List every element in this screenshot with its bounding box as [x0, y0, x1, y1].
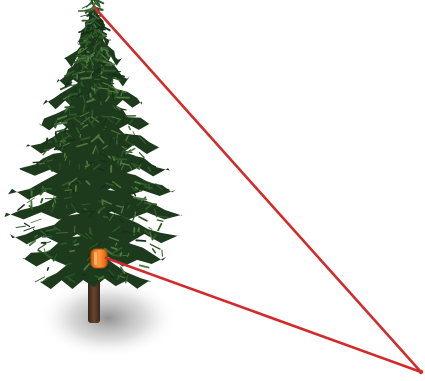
- needle-stroke: [88, 56, 89, 61]
- needle-stroke: [129, 127, 130, 130]
- needle-stroke: [79, 164, 80, 168]
- needle-stroke: [61, 243, 66, 244]
- needle-stroke: [65, 190, 72, 191]
- needle-stroke: [38, 244, 45, 249]
- needle-stroke: [46, 139, 47, 144]
- needle-stroke: [43, 236, 52, 237]
- needle-stroke: [41, 199, 42, 203]
- needle-stroke: [56, 133, 57, 136]
- needle-stroke: [117, 134, 118, 139]
- needle-stroke: [39, 163, 44, 164]
- needle-stroke: [162, 250, 163, 256]
- needle-stroke: [104, 217, 109, 218]
- needle-stroke: [118, 159, 119, 164]
- needle-stroke: [121, 252, 122, 255]
- needle-stroke: [121, 93, 122, 95]
- needle-stroke: [65, 127, 67, 129]
- observer-point: [419, 370, 423, 374]
- needle-stroke: [158, 224, 161, 231]
- needle-stroke: [90, 94, 91, 97]
- needle-stroke: [150, 244, 160, 249]
- needle-stroke: [87, 162, 88, 165]
- needle-stroke: [138, 228, 139, 231]
- needle-stroke: [53, 203, 54, 206]
- needle-stroke: [91, 27, 92, 29]
- needle-stroke: [149, 227, 152, 229]
- needle-stroke: [88, 93, 89, 97]
- needle-stroke: [136, 240, 145, 241]
- needle-stroke: [69, 94, 77, 95]
- needle-stroke: [153, 249, 156, 253]
- needle-stroke: [139, 153, 144, 158]
- needle-stroke: [140, 265, 149, 267]
- tree-shadow: [38, 278, 178, 358]
- needle-stroke: [81, 78, 91, 79]
- needle-stroke: [16, 226, 26, 227]
- needle-stroke: [86, 117, 87, 120]
- needle-stroke: [139, 217, 147, 221]
- pine-tree-icon: [5, 0, 183, 289]
- needle-stroke: [30, 189, 34, 190]
- needle-stroke: [157, 220, 163, 221]
- needle-stroke: [70, 251, 74, 252]
- needle-stroke: [133, 132, 135, 135]
- needle-stroke: [75, 244, 79, 245]
- needle-stroke: [82, 4, 92, 9]
- needle-stroke: [112, 255, 119, 256]
- needle-stroke: [82, 274, 87, 275]
- needle-stroke: [18, 205, 24, 210]
- needle-stroke: [48, 268, 49, 270]
- needle-stroke: [38, 250, 41, 252]
- needle-stroke: [112, 80, 113, 84]
- needle-stroke: [92, 110, 93, 116]
- needle-stroke: [66, 206, 67, 209]
- needle-stroke: [31, 219, 41, 223]
- needle-stroke: [56, 233, 67, 234]
- clinometer-icon: [91, 249, 107, 268]
- needle-stroke: [147, 187, 152, 188]
- needle-stroke: [104, 48, 108, 49]
- needle-stroke: [60, 164, 61, 170]
